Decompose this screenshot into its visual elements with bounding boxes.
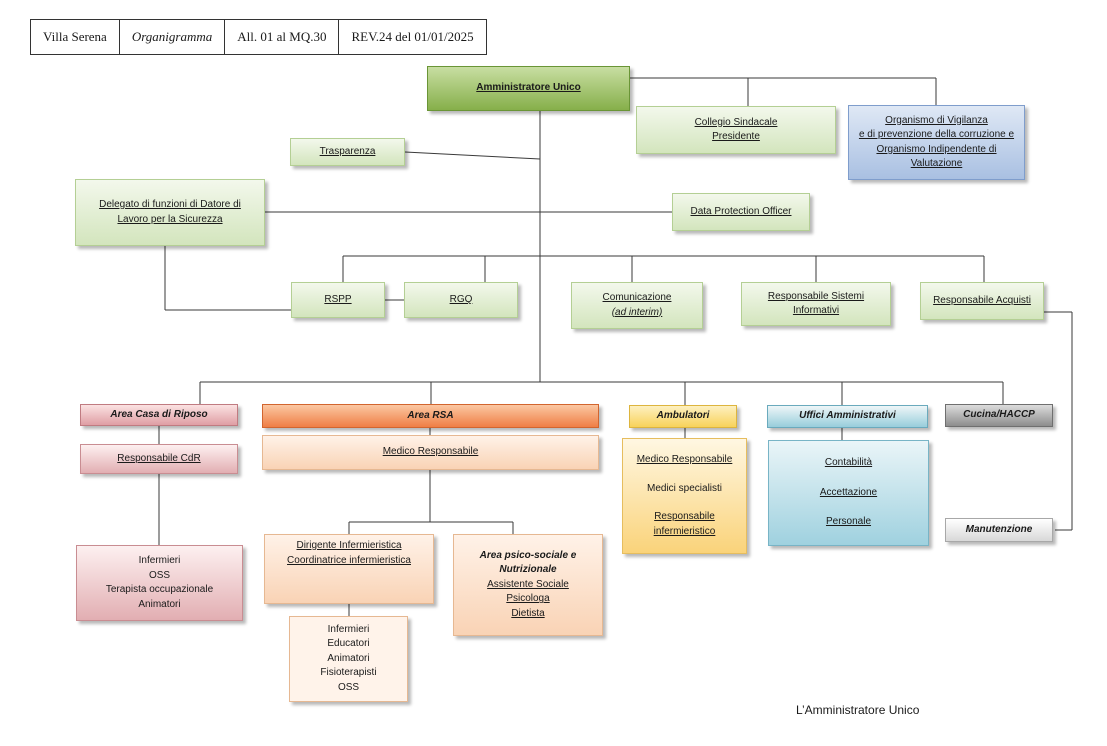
dirigente-line-2: Coordinatrice infermieristica [287,554,411,566]
trasparenza-box[interactable]: Trasparenza [290,138,405,166]
uffici-accettazione: Accettazione [819,486,878,498]
rsa-staff-4: Fisioterapisti [320,667,377,679]
rsa-staff-box[interactable]: Infermieri Educatori Animatori Fisiotera… [289,616,408,702]
ambulatori-staff-box[interactable]: Medico Responsabile Medici specialisti R… [622,438,747,554]
resp-cdr-label: Responsabile CdR [117,452,201,464]
amb-responsabile-infermieristico: Responsabile infermieristico [654,510,716,539]
psico-staff-1: Assistente Sociale [487,578,569,590]
amb-medici-specialisti: Medici specialisti [646,482,723,494]
ambulatori-box[interactable]: Ambulatori [629,405,737,428]
area-rsa-label: Area RSA [407,409,454,421]
cdr-staff-2: OSS [148,569,171,581]
odv-line-2: e di prevenzione della corruzione e [858,129,1015,140]
trasparenza-label: Trasparenza [319,145,376,157]
psico-staff-2: Psicologa [506,593,550,605]
uffici-contabilita: Contabilità [824,457,873,469]
rspp-label: RSPP [324,293,352,305]
area-rsa-box[interactable]: Area RSA [262,404,599,428]
odv-line-4: Valutazione [910,158,963,169]
rsa-staff-1: Infermieri [327,623,370,635]
responsabile-cdr-box[interactable]: Responsabile CdR [80,444,238,474]
acquisti-label: Responsabile Acquisti [933,294,1031,306]
rsa-staff-3: Animatori [327,652,370,664]
dirigente-line-1: Dirigente Infermieristica [296,540,402,551]
comunicazione-box[interactable]: Comunicazione (ad interim) [571,282,703,329]
delegato-sicurezza-box[interactable]: Delegato di funzioni di Datore di Lavoro… [75,179,265,246]
amministratore-label: Amministratore Unico [476,82,581,94]
collegio-sindacale-box[interactable]: Collegio Sindacale Presidente [636,106,836,154]
rgq-label: RGQ [449,293,473,305]
document-header: Villa Serena Organigramma All. 01 al MQ.… [30,19,487,55]
cdr-staff-1: Infermieri [138,555,181,566]
psico-title-2: Nutrizionale [499,564,557,576]
cdr-staff-box[interactable]: Infermieri OSS Terapista occupazionale A… [76,545,243,621]
area-casa-di-riposo-box[interactable]: Area Casa di Riposo [80,404,238,426]
cdr-staff-4: Animatori [138,598,181,610]
dpo-label: Data Protection Officer [690,205,792,217]
delegato-line-2: Lavoro per la Sicurezza [117,213,223,225]
delegato-line-1: Delegato di funzioni di Datore di [99,199,241,210]
psico-staff-3: Dietista [511,607,545,619]
rsa-staff-5: OSS [337,681,360,693]
manutenzione-box[interactable]: Manutenzione [945,518,1053,542]
manutenzione-label: Manutenzione [965,523,1033,535]
uffici-amministrativi-box[interactable]: Uffici Amministrativi [767,405,928,428]
sistemi-line-2: Informativi [792,305,840,316]
uffici-label: Uffici Amministrativi [799,410,896,422]
dirigente-infermieristica-box[interactable]: Dirigente Infermieristica Coordinatrice … [264,534,434,604]
psico-title-1: Area psico-sociale e [479,549,577,561]
odv-line-3: Organismo Indipendente di [876,143,997,155]
uffici-staff-box[interactable]: Contabilità Accettazione Personale [768,440,929,546]
amb-resp-line-1: Responsabile [654,511,715,522]
amb-resp-line-2: infermieristico [653,525,716,537]
data-protection-officer-box[interactable]: Data Protection Officer [672,193,810,231]
sistemi-line-1: Responsabile Sistemi [767,290,865,302]
rgq-box[interactable]: RGQ [404,282,518,318]
comunicazione-line-2: (ad interim) [611,306,663,318]
header-revision: REV.24 del 01/01/2025 [351,29,474,44]
comunicazione-line-1: Comunicazione [602,292,672,303]
ambulatori-label: Ambulatori [656,410,710,422]
sistemi-informativi-box[interactable]: Responsabile Sistemi Informativi [741,282,891,326]
amb-medico-responsabile: Medico Responsabile [636,454,733,465]
area-cdr-label: Area Casa di Riposo [110,408,208,420]
cucina-label: Cucina/HACCP [963,409,1035,421]
header-company: Villa Serena [31,20,120,54]
uffici-personale: Personale [825,516,872,528]
rspp-box[interactable]: RSPP [291,282,385,318]
header-doc-type: Organigramma [120,20,226,54]
medico-rsa-label: Medico Responsabile [382,446,479,458]
header-attachment: All. 01 al MQ.30 [225,20,340,54]
collegio-line-1: Collegio Sindacale [694,116,778,128]
responsabile-acquisti-box[interactable]: Responsabile Acquisti [920,282,1044,320]
area-psico-sociale-box[interactable]: Area psico-sociale e Nutrizionale Assist… [453,534,603,636]
odv-line-1: Organismo di Vigilanza [885,114,988,126]
cdr-staff-3: Terapista occupazionale [105,584,214,595]
cucina-haccp-box[interactable]: Cucina/HACCP [945,404,1053,427]
organismo-vigilanza-box[interactable]: Organismo di Vigilanza e di prevenzione … [848,105,1025,180]
amministratore-unico-box[interactable]: Amministratore Unico [427,66,630,111]
rsa-staff-2: Educatori [327,638,370,650]
collegio-line-2: Presidente [712,131,760,142]
medico-responsabile-rsa-box[interactable]: Medico Responsabile [262,435,599,470]
signature-label: L’Amministratore Unico [796,703,920,717]
